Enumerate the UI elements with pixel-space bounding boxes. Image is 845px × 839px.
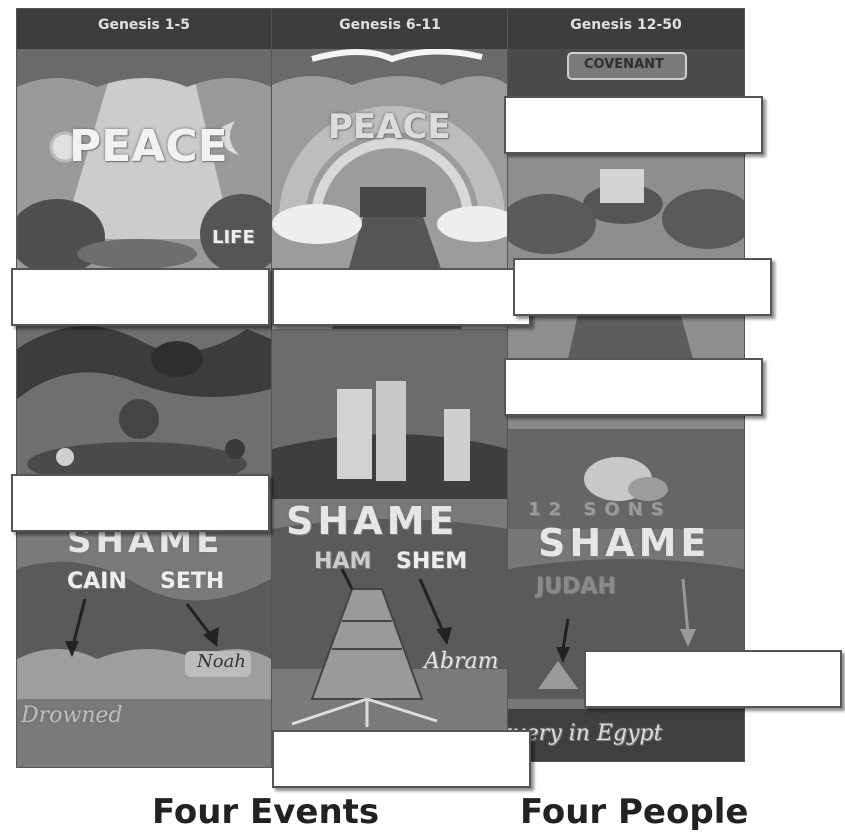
blank-box-3[interactable] (272, 268, 531, 326)
art-seth-label: SETH (160, 569, 225, 594)
blank-box-5[interactable] (504, 358, 763, 416)
art-shem-label: SHEM (396, 549, 468, 574)
caption-four-events: Four Events (152, 792, 380, 832)
art-abram-label: Abram (424, 649, 499, 674)
art-noah-label: Noah (197, 651, 246, 672)
blank-box-8[interactable] (272, 730, 531, 788)
art-slavery-label: Slavery in Egypt (508, 721, 663, 746)
art-twelve-sons-label: 12 SONS (528, 499, 672, 520)
panel-genesis-6-11: Genesis 6-11 PEACE SHAME HAM SHEM Abram (271, 8, 509, 732)
art-drowned-label: Drowned (21, 703, 123, 728)
art-shame-right: SHAME (538, 521, 711, 565)
art-shame-middle: SHAME (286, 499, 459, 543)
art-cain-label: CAIN (67, 569, 127, 594)
art-peace-left: PEACE (69, 121, 228, 172)
art-judah-label: JUDAH (536, 574, 616, 599)
art-peace-middle: PEACE (328, 107, 451, 147)
blank-box-7[interactable] (584, 650, 842, 708)
art-ham-label: HAM (314, 549, 372, 574)
art-covenant-label: COVENANT (584, 57, 664, 72)
blank-box-4[interactable] (513, 258, 772, 316)
header-genesis-6-11: Genesis 6-11 (272, 9, 508, 49)
blank-box-2[interactable] (11, 268, 270, 326)
caption-four-people: Four People (520, 792, 749, 832)
blank-box-1[interactable] (504, 96, 763, 154)
art-life-label: LIFE (212, 227, 255, 248)
panel-genesis-1-5: Genesis 1-5 PEACE LIFE SHAME CAIN SETH N… (16, 8, 272, 768)
blank-box-6[interactable] (11, 474, 270, 532)
header-genesis-1-5: Genesis 1-5 (17, 9, 271, 49)
header-genesis-12-50: Genesis 12-50 (508, 9, 744, 49)
